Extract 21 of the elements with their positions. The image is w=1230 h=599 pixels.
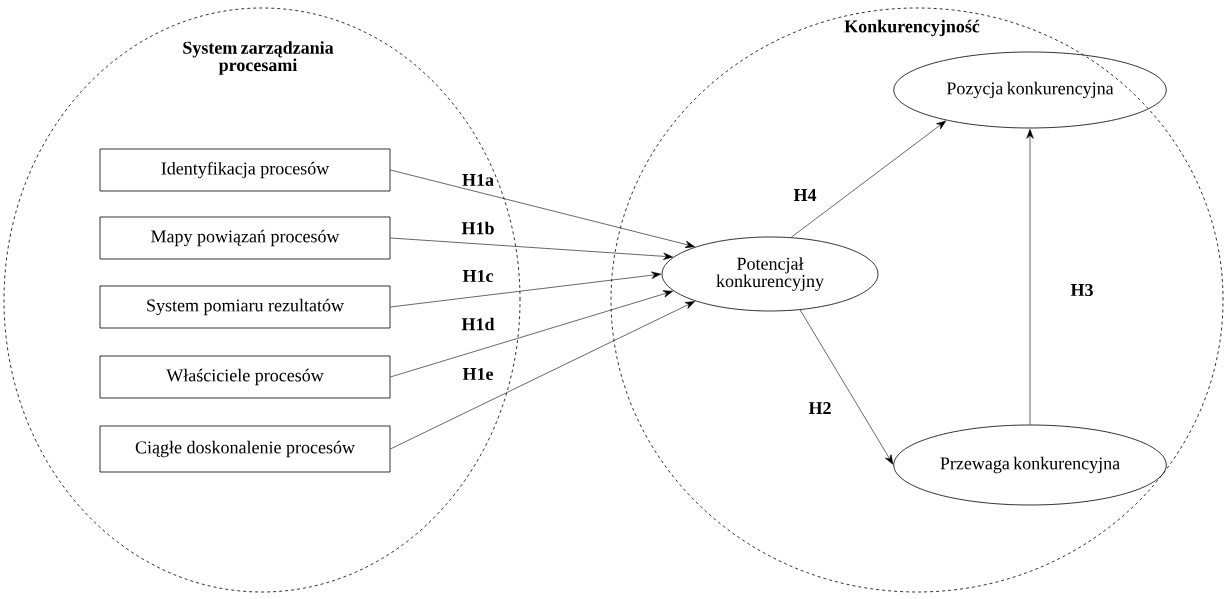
edge-label: H4 [793, 189, 817, 201]
edge-label: H2 [808, 402, 831, 414]
arrow [390, 290, 673, 378]
process-box: Ciągłe doskonalenie procesów [99, 425, 391, 473]
edge-label: H1e [462, 367, 494, 381]
edge-label: H1d [461, 317, 495, 331]
process-box: Identyfikacja procesów [99, 148, 391, 192]
arrow [390, 301, 695, 450]
edge-label: H1b [461, 221, 494, 235]
edge-label: H1a [462, 173, 494, 186]
arrow [390, 237, 673, 260]
process-box: Właściciele procesów [99, 355, 391, 399]
edge-label: H3 [1070, 283, 1093, 297]
edge-label: H1c [462, 269, 494, 283]
arrow [390, 169, 695, 248]
process-box: Mapy powiązań procesów [99, 216, 391, 260]
arrow [799, 309, 894, 465]
arrow [1026, 128, 1034, 425]
arrow [790, 120, 947, 238]
process-box: System pomiaru rezultatów [99, 285, 391, 329]
arrow [390, 271, 662, 308]
